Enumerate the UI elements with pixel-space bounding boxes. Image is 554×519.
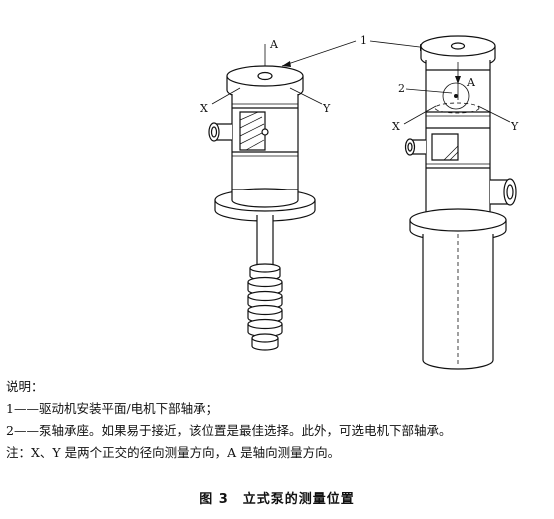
callout-1-label: 1: [360, 34, 367, 47]
right-axis-a-arrow: [455, 76, 461, 84]
notes-item-2: 2——泵轴承座。如果易于接近，该位置是最佳选择。此外，可选电机下部轴承。: [6, 423, 452, 438]
notes-item-1: 1——驱动机安装平面/电机下部轴承；: [6, 401, 219, 416]
notes-note: 注：X、Y 是两个正交的径向测量方向，A 是轴向测量方向。: [6, 445, 341, 460]
left-pump: A: [200, 38, 331, 351]
right-label-x: X: [392, 120, 400, 133]
bearing-housing: [442, 82, 470, 110]
pump-diagram: A: [200, 34, 519, 370]
left-label-a: A: [269, 38, 279, 51]
figure-caption: 图 3 立式泵的测量位置: [199, 492, 355, 507]
pump-diagram-svg: A: [200, 34, 519, 370]
callout-2-label: 2: [398, 82, 405, 95]
left-shaft: [256, 215, 274, 269]
right-pump: A 2 X Y: [392, 35, 519, 370]
notes-heading: 说明：: [6, 379, 44, 394]
legend-notes: 说明： 1——驱动机安装平面/电机下部轴承； 2——泵轴承座。如果易于接近，该位…: [6, 376, 546, 464]
left-label-x: X: [200, 102, 208, 115]
right-barrel: [422, 234, 494, 370]
right-label-a: A: [466, 76, 476, 89]
right-label-y: Y: [510, 120, 519, 133]
left-impeller-stack: [247, 263, 283, 351]
left-label-y: Y: [322, 102, 331, 115]
